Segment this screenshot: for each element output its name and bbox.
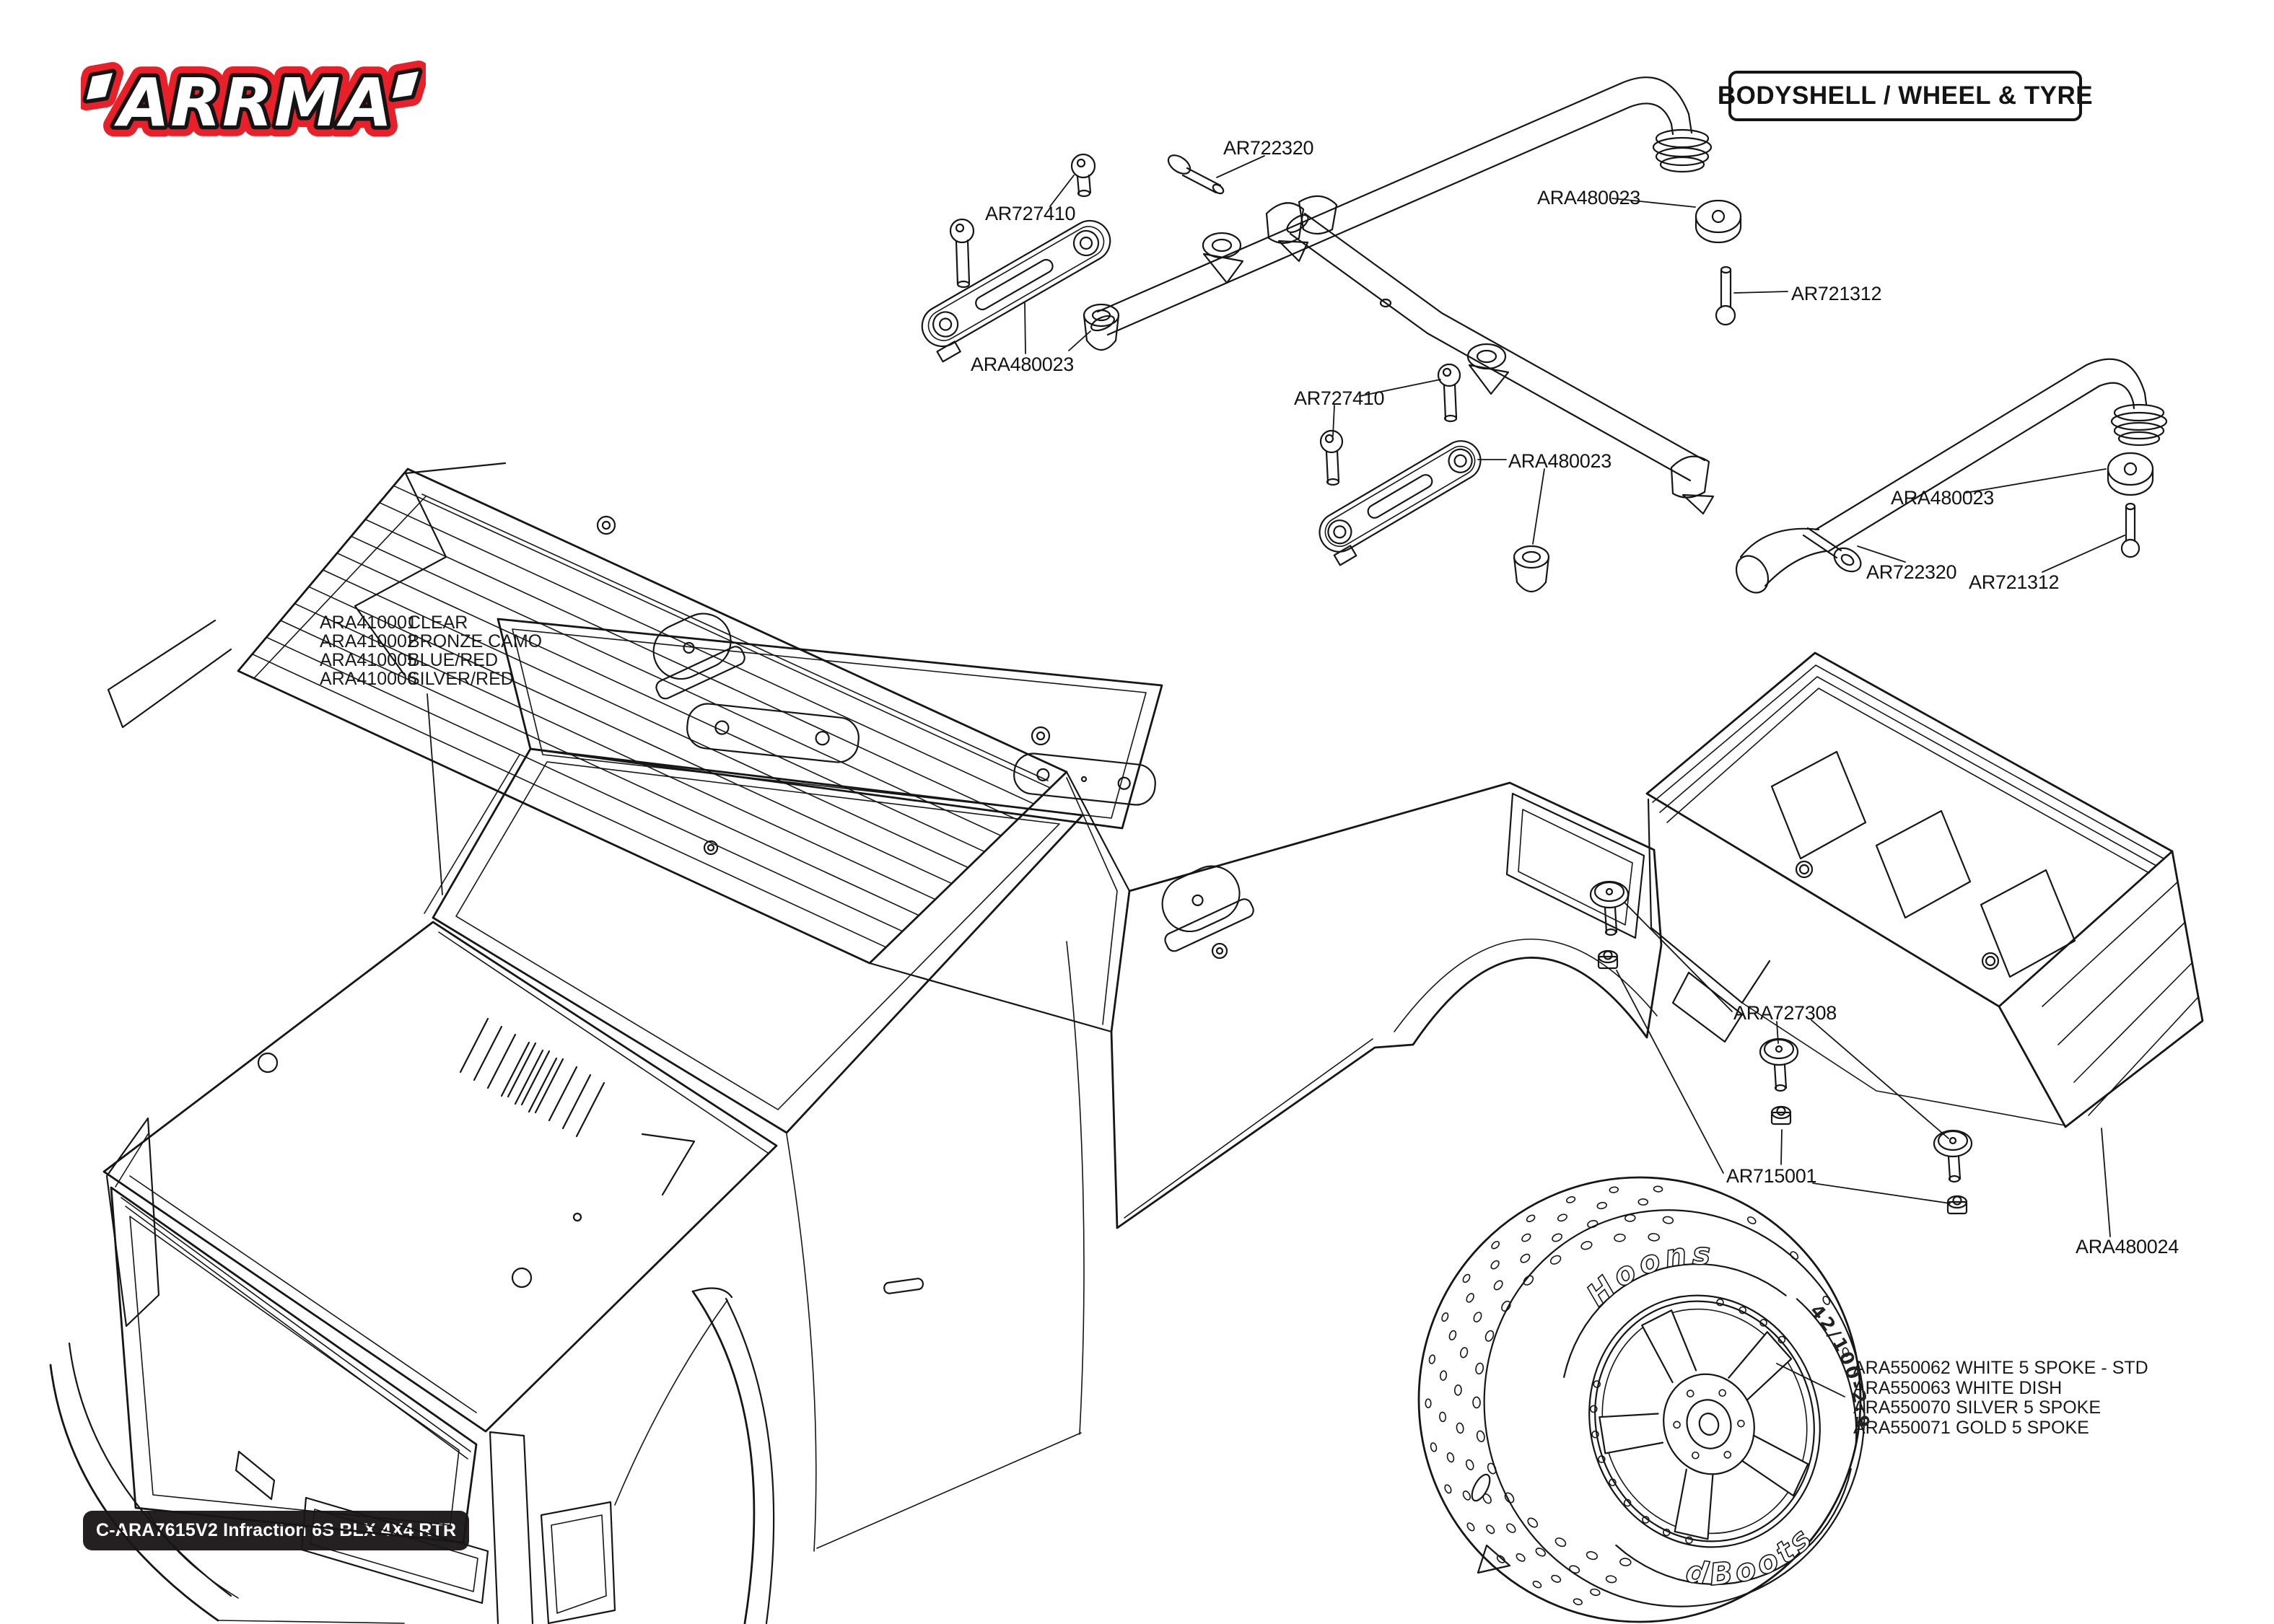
body-post-pad (1694, 199, 1742, 244)
wing-screw (1933, 1129, 1973, 1183)
page-title: BODYSHELL / WHEEL & TYRE (1718, 71, 2093, 121)
part-label-ar715001: AR715001 (1726, 1165, 1816, 1187)
roll-bar-assembly-drawing (921, 76, 2168, 594)
part-label-ar721312-right: AR721312 (1969, 571, 2059, 593)
rear-wing-drawing (1589, 651, 2204, 1215)
part-label-ara480023-link-top: ARA480023 (971, 354, 1074, 375)
part-label-ara480023-pad-right: ARA480023 (1891, 487, 1994, 509)
part-label-ar727410-mid: AR727410 (1294, 387, 1384, 409)
part-label-ar722320-right: AR722320 (1866, 561, 1956, 583)
part-label-ara480023-link-mid: ARA480023 (1508, 450, 1612, 472)
list-item: ARA410002BRONZE CAMO (320, 631, 543, 651)
body-mount-link (921, 219, 1111, 363)
wing-nut (1770, 1105, 1792, 1125)
ball-socket (1083, 303, 1120, 351)
bed-mount-pad (652, 613, 745, 700)
wing-nut (1597, 949, 1619, 970)
body-mount-link (1319, 440, 1482, 566)
part-label-ar721312-top: AR721312 (1791, 283, 1881, 304)
part-label-ara480024: ARA480024 (2076, 1236, 2179, 1257)
tire-marking: 42/100-2.9 (1806, 1300, 1873, 1430)
leader-lines (427, 155, 2125, 1397)
body-post-pad (2107, 452, 2154, 496)
wing-nut (1946, 1195, 1968, 1215)
part-labels: AR727410AR722320ARA480023ARA480023AR7213… (971, 137, 2179, 1257)
part-label-ar727410-top: AR727410 (985, 203, 1075, 224)
ball-socket (1513, 545, 1550, 593)
list-item: ARA410005BLUE/RED (320, 650, 499, 670)
truck-bodyshell-drawing (49, 462, 1663, 1624)
wing-screw (1759, 1037, 1799, 1092)
part-label-ar722320-top: AR722320 (1223, 137, 1313, 159)
part-label-ara480023-pad-top: ARA480023 (1537, 187, 1640, 209)
part-label-ara727308: ARA727308 (1733, 1002, 1837, 1024)
wing-screw (1589, 880, 1630, 936)
